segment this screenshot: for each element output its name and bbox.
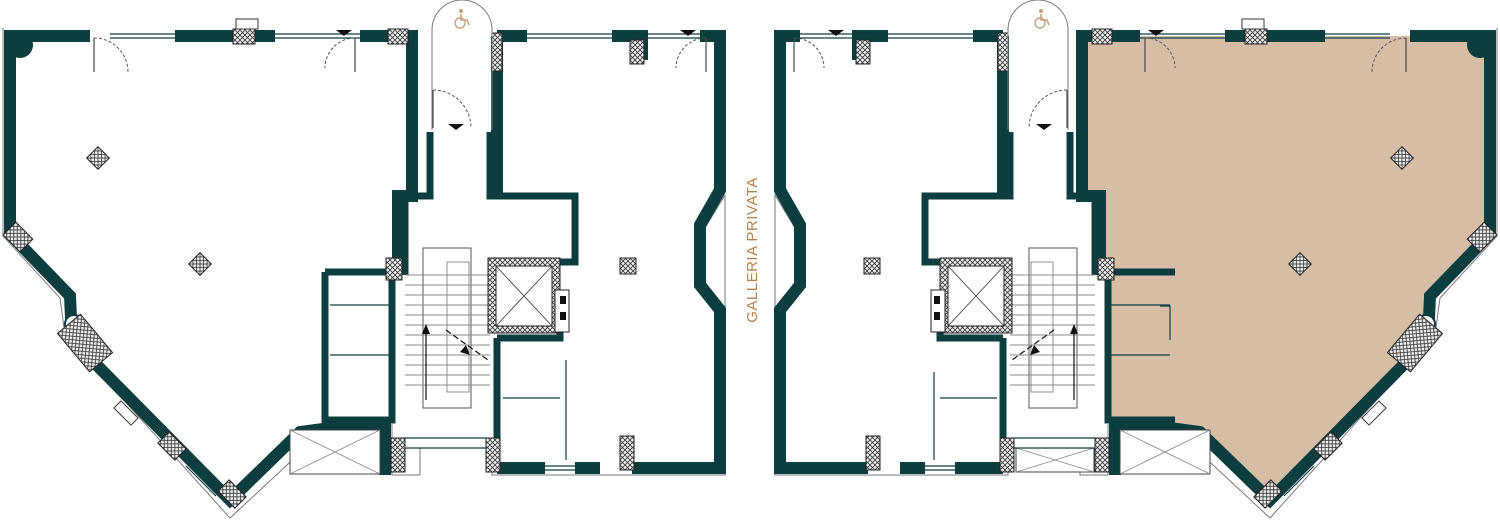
core-walls	[401, 132, 579, 275]
wheelchair-icon-right	[1034, 9, 1050, 29]
right-shop-wall	[1109, 30, 1496, 509]
wheelchair-icon	[454, 9, 470, 29]
left-shop-wall	[4, 30, 391, 509]
left-elevator	[487, 257, 570, 334]
right-corner-shop	[1082, 36, 1490, 500]
galleria-label: GALLERIA PRIVATA	[744, 177, 761, 323]
right-building	[774, 0, 1498, 519]
left-building	[2, 0, 726, 519]
left-staircase	[405, 247, 490, 409]
right-core-walls	[921, 132, 1099, 275]
right-elevator	[930, 257, 1013, 334]
right-staircase	[1010, 247, 1095, 409]
